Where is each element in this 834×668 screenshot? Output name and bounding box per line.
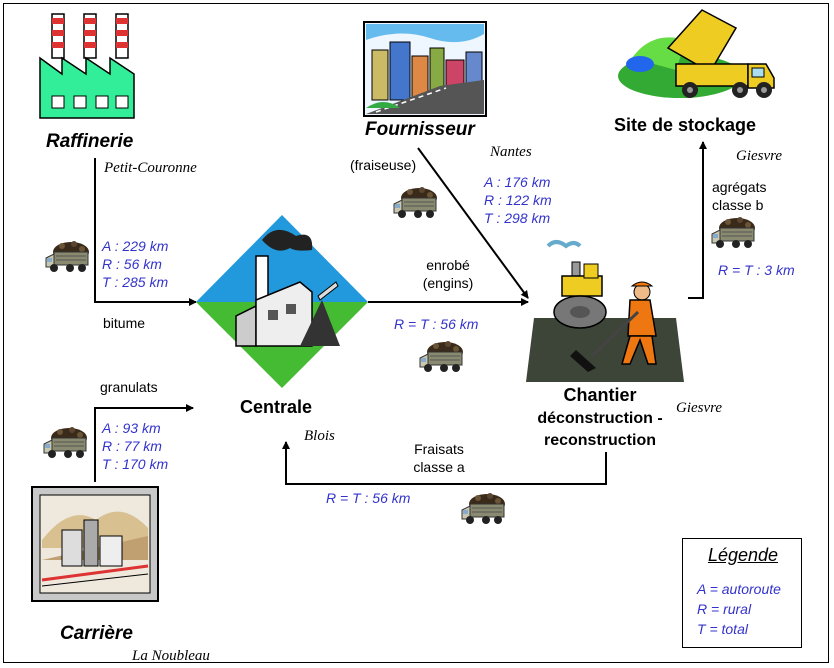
flow-label-enrobe-engins: (engins) (422, 275, 474, 291)
arrow-carriere-centrale (94, 404, 194, 482)
truck-icon-fournisseur (393, 186, 438, 219)
raffinerie-name: Raffinerie (46, 131, 134, 152)
truck-icon-agregats (711, 216, 756, 249)
distance-bitume-a: A : 229 km (102, 238, 169, 254)
fournisseur-city: Nantes (490, 144, 532, 160)
raffinerie-city: Petit-Couronne (104, 160, 197, 176)
diagram-frame (3, 3, 829, 663)
arrow-chantier-stockage (688, 141, 707, 299)
distance-bitume-t: T : 285 km (102, 274, 169, 290)
distance-granulats-t: T : 170 km (102, 456, 169, 472)
fournisseur-city-icon (363, 21, 487, 117)
legend-box: Légende A = autoroute R = rural T = tota… (682, 538, 802, 648)
flow-label-bitume: bitume (103, 315, 146, 331)
flow-label-agregats: agrégats (712, 179, 767, 195)
legend-item-rural: R = rural (697, 601, 752, 617)
truck-icon-granulats (43, 426, 88, 459)
centrale-name: Centrale (240, 397, 313, 417)
chantier-city: Giesvre (676, 400, 723, 416)
centrale-city: Blois (304, 428, 335, 444)
flow-label-fournisseur: (fraiseuse) (350, 157, 417, 173)
distance-fournisseur-a: A : 176 km (484, 174, 551, 190)
distance-bitume-r: R : 56 km (102, 256, 162, 272)
arrow-raffinerie-centrale (94, 158, 197, 306)
chantier-subtitle-1: déconstruction - (537, 410, 663, 427)
flow-label-fraisats: Fraisats (414, 441, 464, 457)
legend-title: Légende (707, 545, 779, 565)
distance-fraisats: R = T : 56 km (326, 490, 411, 506)
distance-enrobe: R = T : 56 km (394, 316, 479, 332)
legend-item-autoroute: A = autoroute (697, 581, 781, 597)
flow-label-enrobe: enrobé (426, 257, 470, 273)
distance-granulats-a: A : 93 km (102, 420, 161, 436)
chantier-name: Chantier (563, 385, 637, 405)
distance-fournisseur-t: T : 298 km (484, 210, 551, 226)
truck-icon-bitume (45, 240, 90, 273)
flow-label-fraisats-classe: classe a (413, 459, 465, 475)
carriere-city: La Noubleau (132, 648, 210, 664)
raffinerie-factory-icon (39, 13, 135, 119)
distance-granulats-r: R : 77 km (102, 438, 162, 454)
flow-arrows (94, 141, 707, 485)
centrale-plant-icon (196, 215, 368, 388)
carriere-quarry-icon (31, 486, 159, 602)
chantier-worker-icon (526, 240, 684, 382)
distance-fournisseur-r: R : 122 km (484, 192, 552, 208)
arrow-chantier-centrale (282, 441, 607, 485)
stockage-name: Site de stockage (614, 115, 757, 135)
carriere-name: Carrière (60, 623, 133, 644)
legend-item-total: T = total (697, 621, 748, 637)
arrow-fournisseur-chantier (417, 147, 529, 299)
truck-icon-enrobe (419, 340, 464, 373)
flow-label-agregats-classe: classe b (712, 197, 764, 213)
truck-icon-fraisats (461, 492, 506, 525)
distance-agregats: R = T : 3 km (718, 262, 795, 278)
fournisseur-name: Fournisseur (365, 119, 475, 140)
dump-truck-icon (618, 9, 775, 98)
flow-label-granulats: granulats (100, 379, 158, 395)
chantier-subtitle-2: reconstruction (543, 432, 656, 449)
stockage-city: Giesvre (736, 148, 783, 164)
